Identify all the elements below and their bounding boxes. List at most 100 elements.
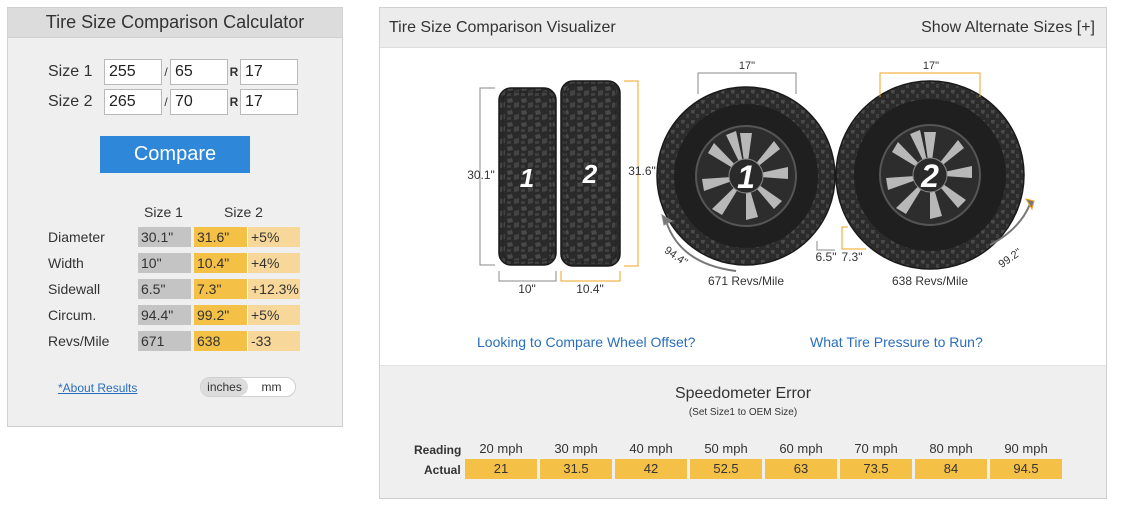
result-size2-value: 10.4" (194, 253, 247, 273)
tire2-front-view: 2 (560, 80, 621, 267)
speedometer-reading: 30 mph (554, 441, 598, 456)
result-size1-value: 6.5" (138, 279, 191, 299)
result-label: Sidewall (48, 281, 101, 297)
result-row-circumference: Circum. 94.4" 99.2" +5% (48, 305, 300, 325)
result-size1-value: 30.1" (138, 227, 191, 247)
result-diff-value: +5% (247, 305, 300, 325)
speedometer-actual: 73.5 (840, 459, 912, 479)
result-size2-value: 31.6" (194, 227, 247, 247)
size1-row: Size 1 / R (48, 59, 298, 85)
size1-slash: / (164, 65, 168, 79)
tire1-sidewall-label: 6.5" (816, 250, 837, 264)
tire-size-visualizer: Tire Size Comparison Visualizer Show Alt… (379, 7, 1107, 499)
size1-aspect-input[interactable] (170, 59, 228, 85)
speedometer-error-section: Speedometer Error (Set Size1 to OEM Size… (380, 365, 1106, 498)
tire1-circumference-label: 94.4" (662, 244, 690, 268)
tire1-dimension-lines (479, 87, 557, 282)
tire2-sidewall-label: 7.3" (842, 250, 863, 264)
size1-r-label: R (229, 65, 239, 79)
tire2-wheel-dimension-lines (841, 72, 1035, 250)
size2-rim-input[interactable] (240, 89, 298, 115)
result-row-diameter: Diameter 30.1" 31.6" +5% (48, 227, 300, 247)
size2-aspect-input[interactable] (170, 89, 228, 115)
speedometer-reading-label: Reading (414, 443, 462, 457)
result-size1-value: 10" (138, 253, 191, 273)
tire-comparison-diagram: 1 30.1" 10" 2 31.6" 10.4" (467, 60, 1035, 296)
tire1-rim-label: 17" (739, 60, 755, 72)
result-label: Revs/Mile (48, 333, 110, 349)
size2-label: Size 2 (48, 93, 93, 110)
speedometer-subtitle: (Set Size1 to OEM Size) (688, 407, 798, 418)
tire1-front-number: 1 (520, 163, 534, 193)
results-size1-header: Size 1 (144, 204, 183, 220)
speedometer-reading: 90 mph (1004, 441, 1048, 456)
compare-button[interactable]: Compare (100, 136, 250, 173)
show-alternate-sizes-link[interactable]: Show Alternate Sizes [+] (921, 19, 1095, 36)
tire2-revs-label: 638 Revs/Mile (892, 274, 968, 288)
tire2-wheel-view: 2 (835, 80, 1025, 270)
tire2-diameter-label: 31.6" (628, 164, 656, 178)
size2-r-label: R (229, 95, 239, 109)
size2-row: Size 2 / R (48, 89, 298, 115)
result-size1-value: 94.4" (138, 305, 191, 325)
size1-rim-input[interactable] (240, 59, 298, 85)
result-diff-value: +5% (247, 227, 300, 247)
tire1-diameter-label: 30.1" (467, 168, 495, 182)
calculator-title: Tire Size Comparison Calculator (8, 8, 342, 38)
speedometer-actual: 31.5 (540, 459, 612, 479)
results-size2-header: Size 2 (224, 204, 263, 220)
result-diff-value: -33 (247, 331, 300, 351)
speedometer-title: Speedometer Error (674, 385, 812, 402)
speedometer-actual: 52.5 (690, 459, 762, 479)
size2-slash: / (164, 95, 168, 109)
about-results-link[interactable]: *About Results (58, 381, 138, 395)
speedometer-actual: 21 (465, 459, 537, 479)
result-diff-value: +4% (247, 253, 300, 273)
result-label: Width (48, 255, 84, 271)
tire-pressure-link[interactable]: What Tire Pressure to Run? (810, 334, 983, 350)
speedometer-actual: 94.5 (990, 459, 1062, 479)
tire2-dimension-lines (560, 80, 639, 282)
tire2-circumference-label: 99.2" (996, 246, 1024, 270)
result-size1-value: 671 (138, 331, 191, 351)
tire-size-calculator: Tire Size Comparison Calculator Size 1 /… (7, 7, 343, 427)
tire1-width-label: 10" (518, 282, 536, 296)
result-size2-value: 638 (194, 331, 247, 351)
result-row-revs-per-mile: Revs/Mile 671 638 -33 (48, 331, 300, 351)
visualizer-header: Tire Size Comparison Visualizer Show Alt… (380, 8, 1106, 48)
result-row-sidewall: Sidewall 6.5" 7.3" +12.3% (48, 279, 300, 299)
tire1-wheel-dimension-lines (661, 72, 835, 272)
tire1-front-view: 1 (498, 87, 557, 266)
result-size2-value: 99.2" (194, 305, 247, 325)
size1-label: Size 1 (48, 63, 93, 80)
compare-wheel-offset-link[interactable]: Looking to Compare Wheel Offset? (477, 334, 696, 350)
tire2-wheel-number: 2 (920, 158, 939, 194)
speedometer-actual-label: Actual (424, 463, 461, 477)
speedometer-actual: 42 (615, 459, 687, 479)
result-size2-value: 7.3" (194, 279, 247, 299)
unit-toggle[interactable]: inches mm (200, 377, 296, 397)
unit-mm-option[interactable]: mm (261, 380, 282, 394)
speedometer-reading: 60 mph (779, 441, 823, 456)
tire2-width-label: 10.4" (576, 282, 604, 296)
speedometer-actual: 84 (915, 459, 987, 479)
tire2-front-number: 2 (582, 159, 598, 189)
result-label: Circum. (48, 307, 97, 323)
tire1-wheel-view: 1 (656, 86, 836, 266)
visualizer-title: Tire Size Comparison Visualizer (389, 19, 616, 36)
speedometer-reading: 80 mph (929, 441, 973, 456)
size2-width-input[interactable] (104, 89, 162, 115)
speedometer-reading: 50 mph (704, 441, 748, 456)
size1-width-input[interactable] (104, 59, 162, 85)
speedometer-reading: 20 mph (479, 441, 523, 456)
tire1-revs-label: 671 Revs/Mile (708, 274, 784, 288)
unit-inches-option[interactable]: inches (201, 378, 248, 396)
result-diff-value: +12.3% (247, 279, 300, 299)
speedometer-reading: 70 mph (854, 441, 898, 456)
result-label: Diameter (48, 229, 105, 245)
result-row-width: Width 10" 10.4" +4% (48, 253, 300, 273)
speedometer-actual: 63 (765, 459, 837, 479)
tire1-wheel-number: 1 (737, 159, 755, 195)
tire2-rim-label: 17" (923, 60, 939, 72)
speedometer-reading: 40 mph (629, 441, 673, 456)
